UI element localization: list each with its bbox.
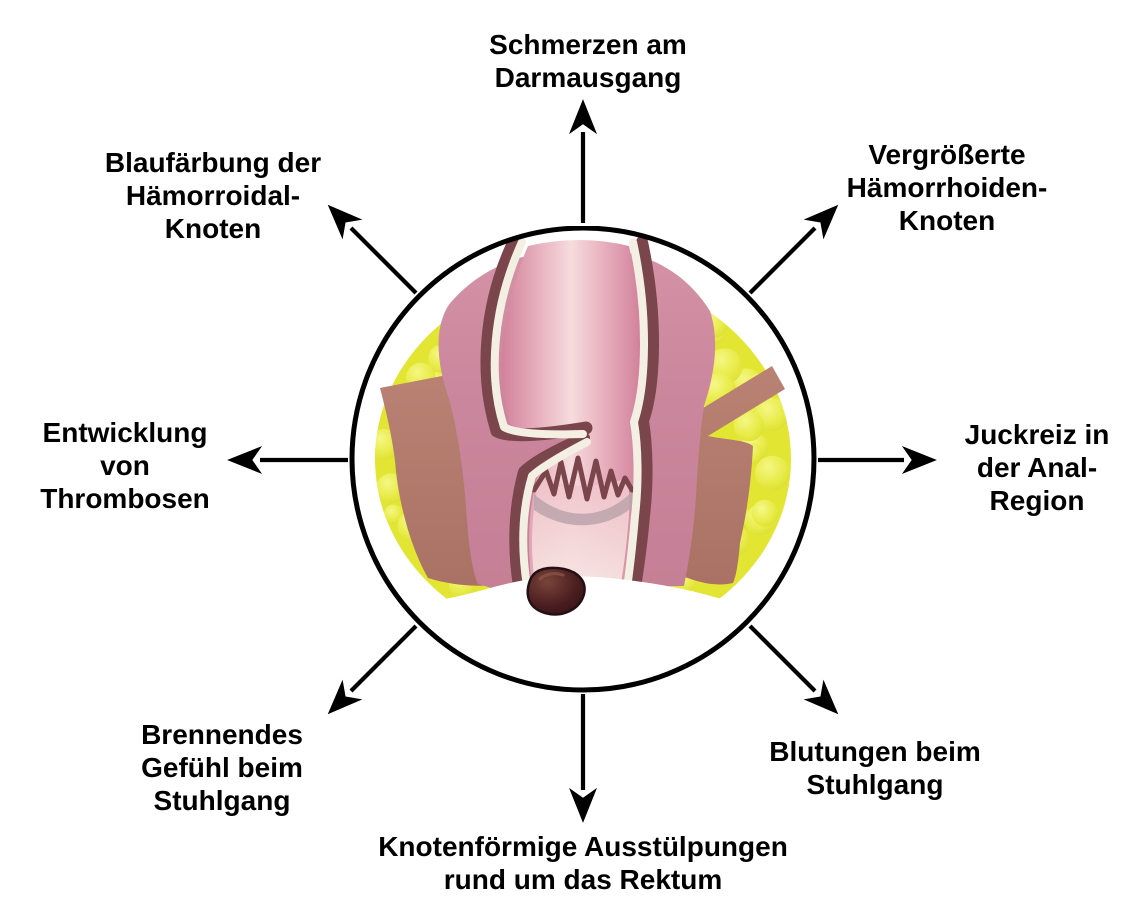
- circle-outline: [349, 226, 817, 693]
- label-line: von: [100, 450, 150, 482]
- hemorrhoid-node: [526, 566, 586, 616]
- label-line: Hämorroidal-: [125, 180, 301, 212]
- label-schmerzen: Schmerzen am Darmausgang: [489, 28, 687, 94]
- label-line: Knoten: [164, 213, 262, 245]
- label-blutungen: Blutungen beim Stuhlgang: [769, 735, 981, 801]
- label-knotenfoermige: Knotenförmige Ausstülpungen rund um das …: [378, 830, 788, 896]
- arrow-bottom-left: [327, 624, 418, 715]
- arrow-top-left: [327, 204, 418, 295]
- label-line: Juckreiz in: [964, 419, 1110, 450]
- label-line: Stuhlgang: [806, 769, 944, 801]
- label-line: Blutungen beim: [769, 736, 981, 767]
- dentate-shadow: [534, 490, 634, 526]
- label-line: der Anal-: [976, 452, 1098, 484]
- anal-canal-cross-section-illustration: [349, 226, 817, 693]
- label-brennendes: Brennendes Gefühl beim Stuhlgang: [141, 718, 303, 817]
- arrow-bottom-right: [748, 624, 839, 715]
- label-line: rund um das Rektum: [443, 864, 723, 896]
- label-vergroesserte: Vergrößerte Hämorrhoiden- Knoten: [847, 138, 1048, 237]
- dentate-line: [531, 455, 635, 502]
- label-line: Darmausgang: [494, 62, 682, 94]
- label-line: Blaufärbung der: [104, 147, 322, 178]
- label-line: Knotenförmige Ausstülpungen: [378, 831, 788, 862]
- label-line: Schmerzen am: [489, 29, 687, 60]
- label-line: Entwicklung: [42, 417, 208, 448]
- label-juckreiz: Juckreiz in der Anal- Region: [965, 418, 1110, 517]
- label-line: Thrombosen: [40, 483, 210, 515]
- label-line: Knoten: [898, 205, 996, 237]
- lower-canal: [532, 478, 630, 584]
- label-line: Vergrößerte: [868, 139, 1026, 170]
- label-line: Hämorrhoiden-: [846, 172, 1048, 204]
- mucosa-highlight-lines: [490, 238, 648, 592]
- arrow-top-right: [748, 204, 839, 295]
- label-line: Stuhlgang: [153, 785, 291, 817]
- label-blaufaerbung: Blaufärbung der Hämorroidal- Knoten: [105, 146, 321, 245]
- label-line: Region: [989, 485, 1085, 517]
- label-line: Gefühl beim: [141, 752, 303, 784]
- label-entwicklung: Entwicklung von Thrombosen: [40, 416, 210, 515]
- label-line: Brennendes: [141, 719, 303, 750]
